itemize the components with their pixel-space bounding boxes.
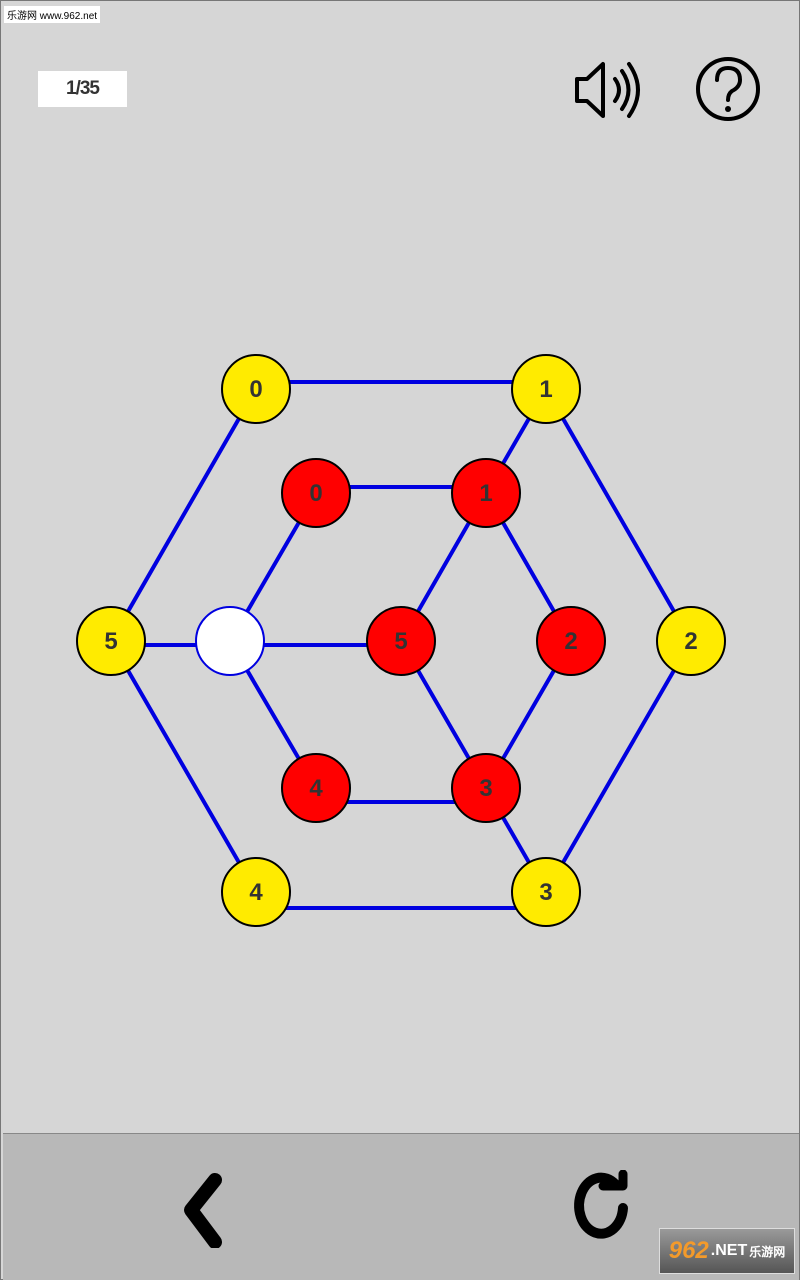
inner-node-2-circle xyxy=(536,606,606,676)
inner-node-4-label: 4 xyxy=(309,775,323,802)
question-icon xyxy=(696,57,760,121)
watermark-sub: 乐游网 xyxy=(749,1244,786,1259)
inner-node-1[interactable]: 1 xyxy=(451,458,521,528)
edge-o4-o5 xyxy=(109,639,258,894)
sound-button[interactable] xyxy=(571,59,645,126)
inner-node-5[interactable]: 5 xyxy=(366,606,436,676)
outer-node-5-label: 5 xyxy=(104,628,117,655)
speaker-icon xyxy=(575,62,640,118)
outer-node-0[interactable]: 0 xyxy=(221,354,291,424)
outer-node-3-circle xyxy=(511,857,581,927)
refresh-icon xyxy=(574,1169,628,1239)
edge-o5-o0 xyxy=(109,388,258,642)
outer-node-5-circle xyxy=(76,606,146,676)
outer-node-3-label: 3 xyxy=(539,879,552,906)
bottom-toolbar: 962 .NET 乐游网 xyxy=(3,1133,799,1280)
outer-node-2-label: 2 xyxy=(684,628,697,655)
inner-node-1-label: 1 xyxy=(479,480,492,507)
watermark-num: 962 xyxy=(668,1237,709,1264)
inner-node-4[interactable]: 4 xyxy=(281,753,351,823)
watermark-bottom: 962 .NET 乐游网 xyxy=(659,1228,795,1274)
outer-node-0-label: 0 xyxy=(249,376,262,403)
inner-node-0[interactable]: 0 xyxy=(281,458,351,528)
outer-node-5[interactable]: 5 xyxy=(76,606,146,676)
inner-node-0-label: 0 xyxy=(309,480,322,507)
watermark-top: 乐游网 www.962.net xyxy=(4,6,101,23)
inner-node-1-circle xyxy=(451,458,521,528)
inner-node-0-circle xyxy=(281,458,351,528)
inner-node-3-circle xyxy=(451,753,521,823)
outer-node-0-circle xyxy=(221,354,291,424)
edge-o1-o2 xyxy=(544,388,693,642)
level-indicator: 1/35 xyxy=(38,71,127,107)
inner-node-4-circle xyxy=(281,753,351,823)
inner-node-2[interactable]: 2 xyxy=(536,606,606,676)
empty-node-circle xyxy=(195,606,265,676)
outer-node-1-label: 1 xyxy=(539,376,552,403)
outer-node-4-label: 4 xyxy=(249,879,263,906)
empty-node[interactable] xyxy=(195,606,265,676)
inner-node-3[interactable]: 3 xyxy=(451,753,521,823)
inner-node-5-circle xyxy=(366,606,436,676)
chevron-left-icon xyxy=(184,1173,222,1249)
edge-o2-o3 xyxy=(544,639,693,894)
outer-node-3[interactable]: 3 xyxy=(511,857,581,927)
inner-node-3-label: 3 xyxy=(479,775,492,802)
outer-node-2[interactable]: 2 xyxy=(656,606,726,676)
help-button[interactable] xyxy=(695,56,761,127)
outer-node-1-circle xyxy=(511,354,581,424)
outer-node-1[interactable]: 1 xyxy=(511,354,581,424)
outer-node-2-circle xyxy=(656,606,726,676)
outer-node-4[interactable]: 4 xyxy=(221,857,291,927)
restart-button[interactable] xyxy=(565,1169,641,1251)
back-button[interactable] xyxy=(175,1172,231,1253)
inner-node-2-label: 2 xyxy=(564,628,577,655)
outer-node-4-circle xyxy=(221,857,291,927)
game-board: 0 1 2 3 4 5 0 1 2 3 4 5 xyxy=(76,354,726,927)
watermark-net: .NET xyxy=(710,1242,748,1259)
inner-node-5-label: 5 xyxy=(394,628,407,655)
